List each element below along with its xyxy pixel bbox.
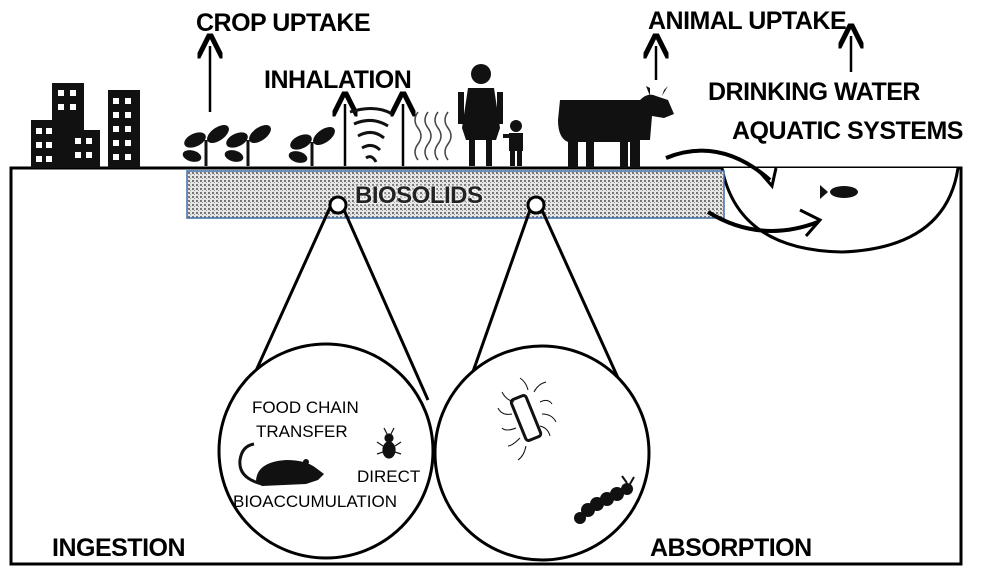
wind-waves-icon <box>415 112 451 160</box>
drinking-water-label: DRINKING WATER <box>708 78 920 107</box>
crop-uptake-label: CROP UPTAKE <box>196 9 370 38</box>
ingestion-label: INGESTION <box>52 534 185 563</box>
child-icon <box>503 120 523 166</box>
buildings-icon <box>31 83 140 168</box>
plant-icon <box>288 124 337 166</box>
direct-label: DIRECT <box>357 467 420 487</box>
bioaccumulation-label: BIOACCUMULATION <box>233 492 397 512</box>
animal-uptake-label: ANIMAL UPTAKE <box>648 7 846 36</box>
aquatic-systems-label: AQUATIC SYSTEMS <box>732 117 963 146</box>
tornado-icon <box>350 108 392 162</box>
absorption-label: ABSORPTION <box>650 534 812 563</box>
person-icon <box>458 64 503 166</box>
food-chain-label-line1: FOOD CHAIN <box>252 398 359 418</box>
plant-icon <box>224 122 273 166</box>
inhalation-label: INHALATION <box>264 66 411 95</box>
food-chain-label-line2: TRANSFER <box>256 422 348 442</box>
plant-icon <box>182 122 231 166</box>
cow-icon <box>558 86 674 168</box>
biosolids-label: BIOSOLIDS <box>355 182 483 210</box>
